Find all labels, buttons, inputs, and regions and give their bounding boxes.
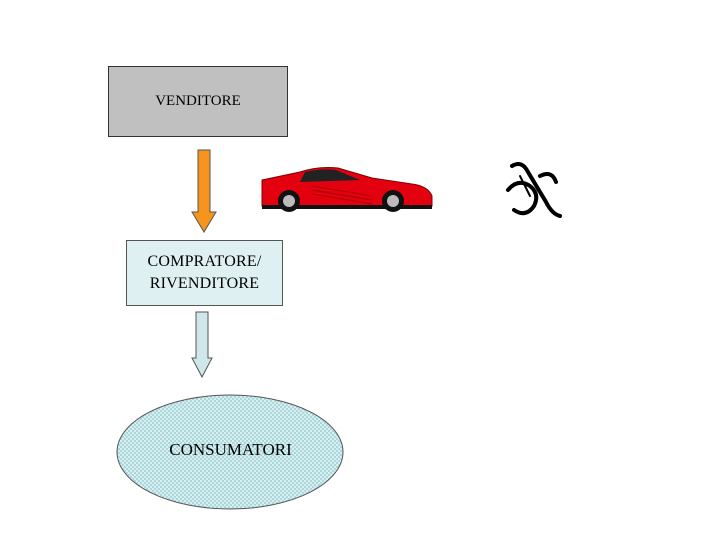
arrow-compratore-to-consumatori xyxy=(192,312,212,377)
venditore-box: VENDITORE xyxy=(108,66,288,137)
arrow-venditore-to-compratore xyxy=(192,150,216,232)
scissors-pictograph-icon xyxy=(508,164,560,216)
compratore-rivenditore-label: COMPRATORE/ RIVENDITORE xyxy=(148,251,262,295)
venditore-label: VENDITORE xyxy=(155,93,241,110)
compratore-rivenditore-box: COMPRATORE/ RIVENDITORE xyxy=(126,240,283,306)
consumatori-label: CONSUMATORI xyxy=(118,440,343,460)
car-icon xyxy=(262,168,432,213)
